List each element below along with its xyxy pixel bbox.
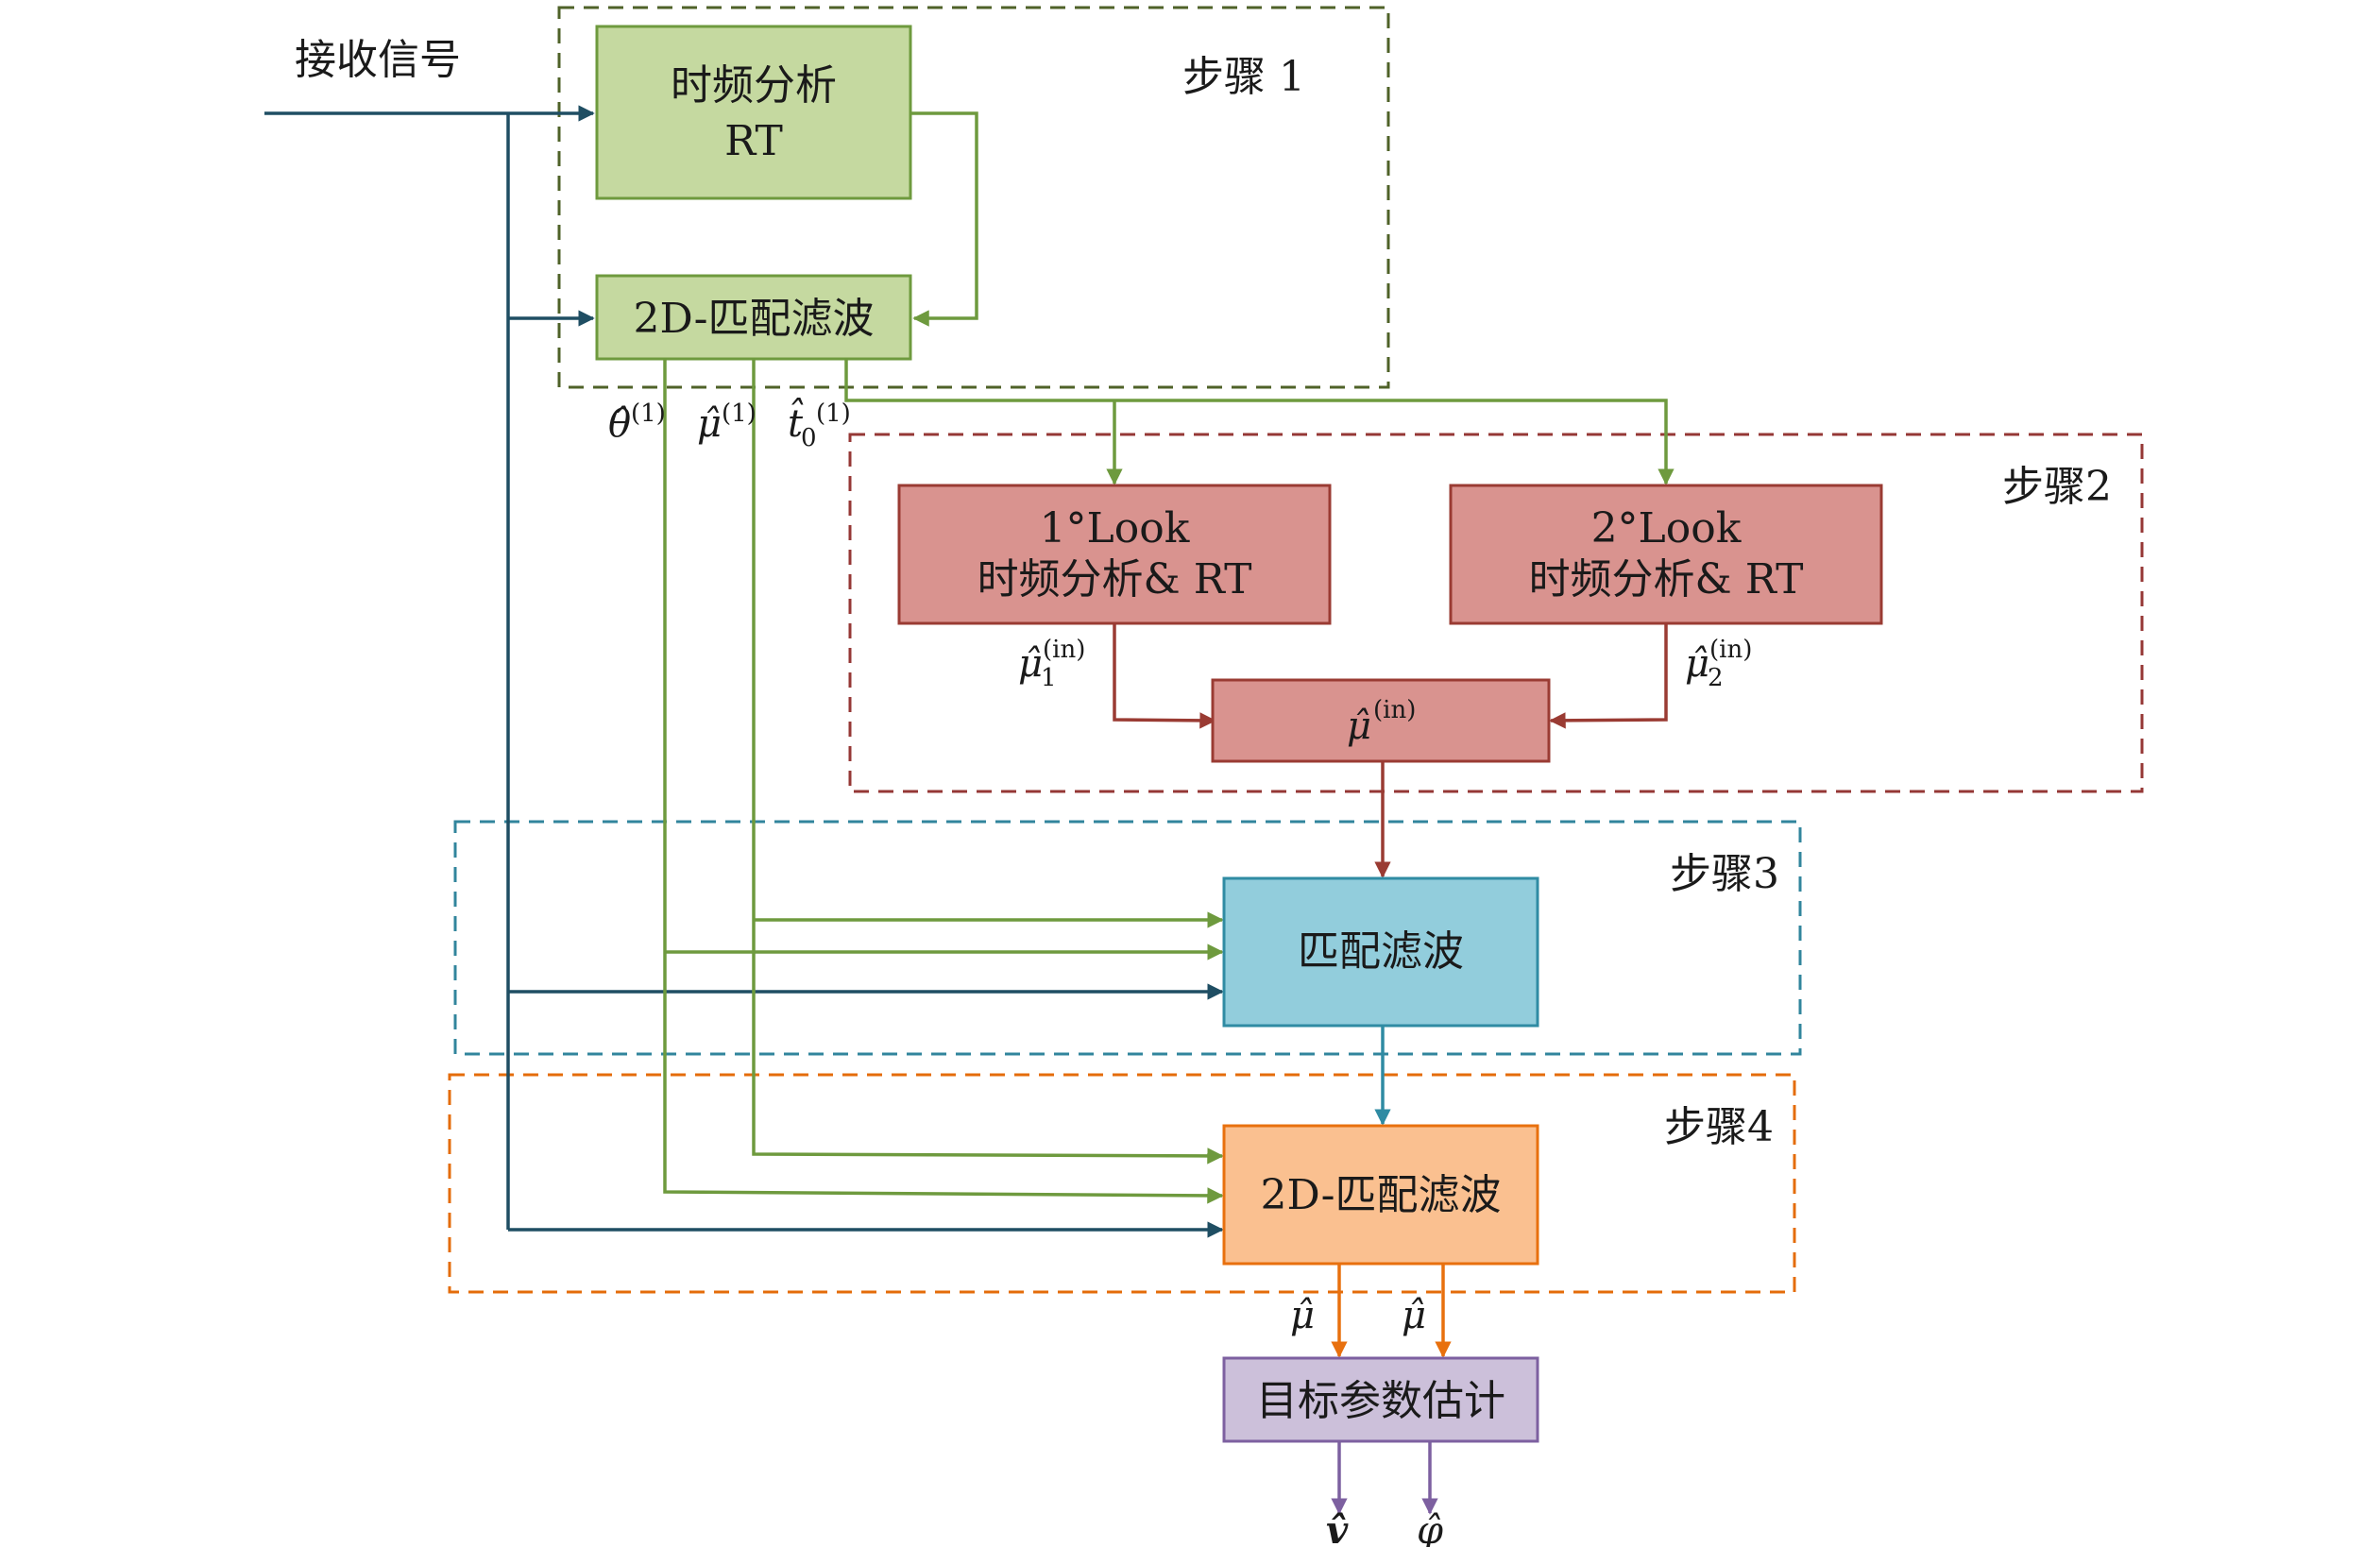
- theta1-label: θ̂ (1): [608, 400, 666, 446]
- mf2d-block-1: [595, 274, 912, 361]
- input-signal-label: 接收信号: [295, 36, 461, 84]
- mf-block: [1222, 876, 1539, 1028]
- tf-rt-line1: 时频分析: [671, 61, 837, 110]
- look1-line1: 1°Look: [1040, 504, 1190, 552]
- step2-label: 步骤2: [2002, 463, 2112, 511]
- mu-in-1-symbol: μ̂: [1018, 642, 1043, 686]
- estimate-block-label: 目标参数估计: [1256, 1377, 1505, 1425]
- step4-label: 步骤4: [1664, 1103, 1774, 1151]
- t01-line: [844, 359, 1674, 485]
- phi-hat-output: φ̂: [1417, 1509, 1443, 1547]
- mu-in-2-subscript: 2: [1708, 664, 1724, 692]
- step3-group: [453, 820, 1802, 1056]
- mu1-symbol: μ̂: [697, 402, 722, 446]
- mf2d-block-2-label: 2D-匹配滤波: [1261, 1171, 1502, 1219]
- mu-hat-a-label: μ̂: [1290, 1294, 1315, 1337]
- t01-superscript: (1): [816, 400, 851, 428]
- step4-group: [448, 1073, 1796, 1294]
- step3-label: 步骤3: [1670, 850, 1779, 898]
- mu-in-symbol: μ̂: [1347, 705, 1371, 748]
- mu-in-superscript: (in): [1373, 696, 1416, 724]
- look2-to-mu-in: [1549, 623, 1668, 729]
- t01-symbol: t̂: [788, 399, 804, 446]
- t01-label: t̂ 0 (1): [788, 399, 851, 452]
- mu1-line: [752, 359, 1224, 1164]
- mf2d-block-1-label: 2D-匹配滤波: [634, 295, 875, 343]
- mu-in-1-label: μ̂ 1 (in): [1018, 636, 1085, 692]
- theta1-symbol: θ̂: [608, 402, 631, 446]
- estimate-block: [1222, 1356, 1539, 1443]
- mf-block-label: 匹配滤波: [1298, 927, 1464, 976]
- tf-rt-block: [595, 25, 912, 200]
- look1-block: [897, 484, 1332, 625]
- tf-rt-to-mf2d-1: [910, 111, 978, 327]
- mu-in-2-label: μ̂ 2 (in): [1685, 636, 1752, 692]
- tf-rt-line2: RT: [724, 117, 783, 165]
- mf2d-block-2: [1222, 1124, 1539, 1266]
- mu-in-2-symbol: μ̂: [1685, 642, 1709, 686]
- theta1-superscript: (1): [631, 400, 666, 428]
- mu1-superscript: (1): [722, 400, 756, 428]
- mu1-label: μ̂ (1): [697, 400, 756, 446]
- step1-group: [557, 6, 1390, 389]
- mu-in-1-subscript: 1: [1041, 664, 1057, 692]
- look2-block: [1449, 484, 1883, 625]
- look1-line2: 时频分析& RT: [978, 555, 1252, 604]
- theta1-line: [663, 359, 1224, 1204]
- mu-in-1-superscript: (in): [1043, 636, 1085, 664]
- look1-to-mu-in: [1113, 623, 1216, 729]
- mu-hat-b-label: μ̂: [1402, 1294, 1426, 1337]
- look2-line1: 2°Look: [1591, 504, 1742, 552]
- v-hat-output: v̂: [1326, 1508, 1349, 1547]
- mu-in-block: [1211, 678, 1551, 763]
- mu-in-2-superscript: (in): [1709, 636, 1752, 664]
- step1-label: 步骤 1: [1182, 53, 1305, 101]
- t01-subscript: 0: [801, 424, 817, 452]
- look2-line2: 时频分析& RT: [1529, 555, 1804, 604]
- step2-group: [848, 433, 2144, 793]
